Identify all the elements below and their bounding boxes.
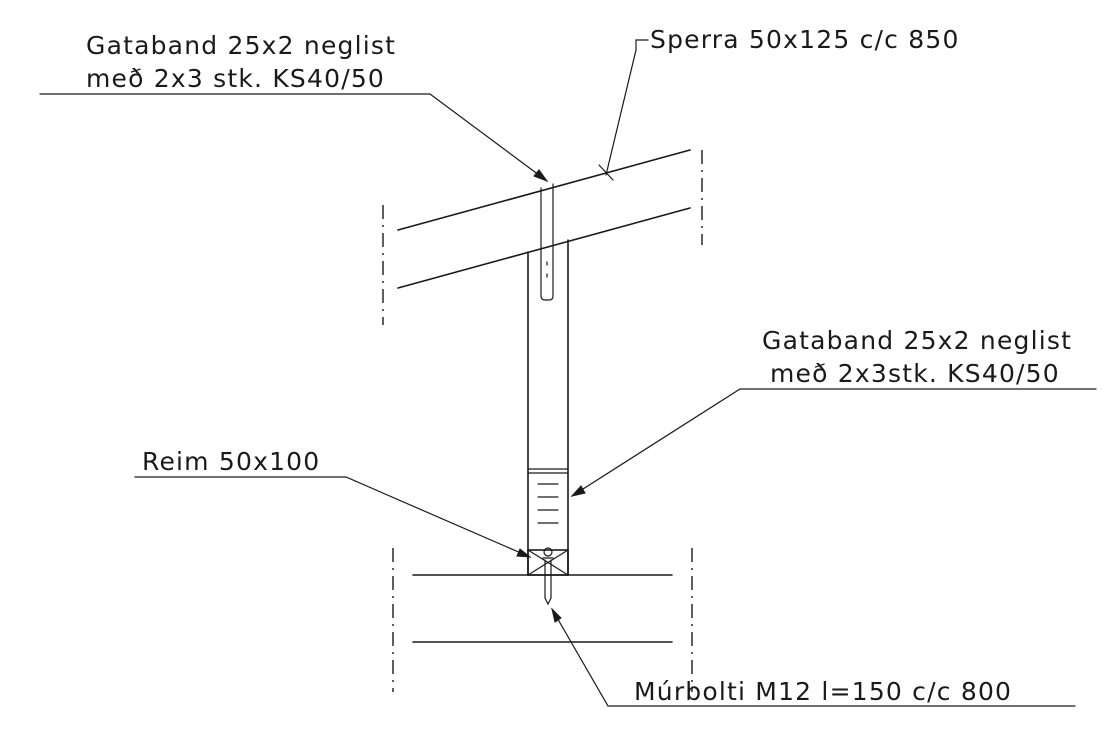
rafter xyxy=(382,149,703,325)
label-gataband-right-line2: með 2x3stk. KS40/50 xyxy=(770,359,1060,388)
label-murbolti: Múrbolti M12 l=150 c/c 800 xyxy=(634,677,1012,706)
concrete-base xyxy=(392,548,693,692)
leader-reim xyxy=(134,476,532,558)
bottom-plate xyxy=(527,549,569,576)
leader-gataband-top xyxy=(39,93,549,183)
leader-sperra xyxy=(598,39,649,181)
leader-gataband-right xyxy=(570,388,1097,497)
anchor-bolt xyxy=(542,547,554,606)
label-reim: Reim 50x100 xyxy=(142,447,320,476)
label-gataband-top-line2: með 2x3 stk. KS40/50 xyxy=(86,64,385,93)
leader-murbolti xyxy=(551,607,1076,707)
top-steel-strap xyxy=(540,183,554,301)
label-gataband-top-line1: Gataband 25x2 neglist xyxy=(86,31,396,60)
bottom-steel-strap xyxy=(527,468,569,524)
label-sperra: Sperra 50x125 c/c 850 xyxy=(650,25,960,54)
vertical-stud xyxy=(527,239,569,576)
label-gataband-right-line1: Gataband 25x2 neglist xyxy=(762,326,1072,355)
